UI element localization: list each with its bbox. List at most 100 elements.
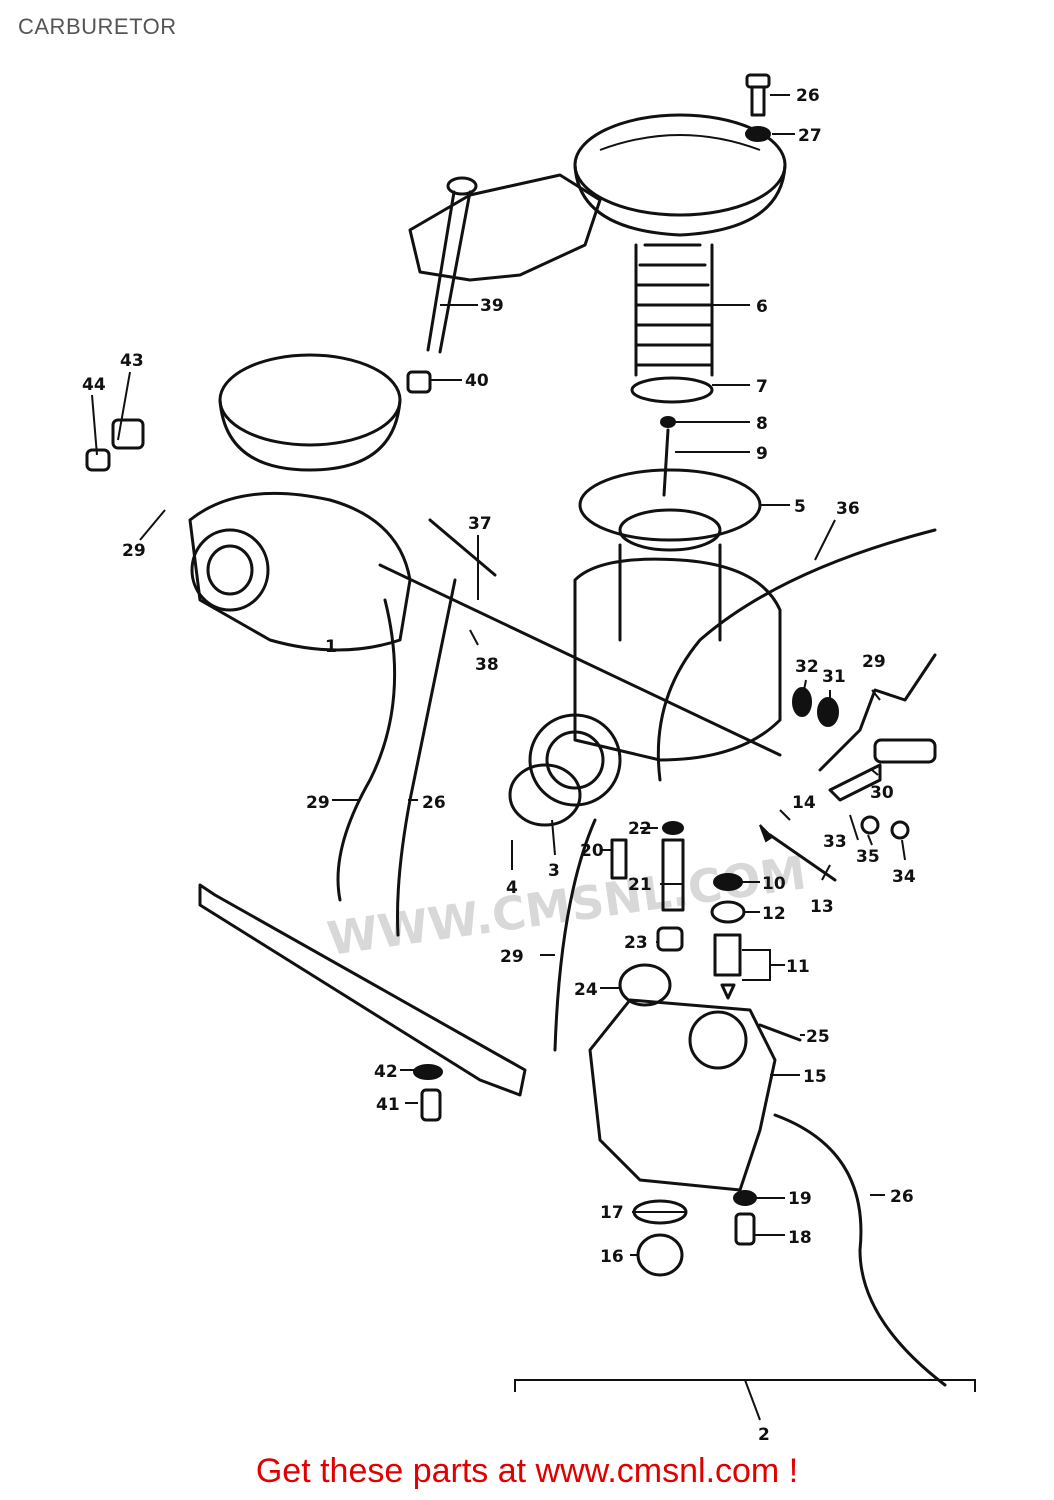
callout-2: 2: [758, 1425, 770, 1445]
part-25-pin: [758, 1023, 802, 1042]
callout-29-left: 29: [306, 793, 330, 813]
part-41-rod: [426, 176, 478, 354]
callout-26-right: 26: [890, 1187, 914, 1207]
callout-28: 27: [798, 126, 822, 146]
callout-10: 10: [762, 874, 786, 894]
callout-42: 40: [465, 371, 489, 391]
part-11-float-valve: [713, 933, 742, 1000]
callout-6: 6: [756, 297, 768, 317]
callout-27: 26: [796, 86, 820, 106]
part-39-tube: [428, 518, 497, 577]
callout-24: 24: [574, 980, 598, 1000]
part-6-spring: [634, 243, 714, 377]
part-31-lever: [818, 653, 937, 772]
part-32-screw: [873, 738, 937, 764]
assembly-bracket: [514, 1379, 976, 1421]
part-42-fitting: [406, 370, 432, 394]
callout-34: 32: [795, 657, 819, 677]
part-46-screw: [85, 448, 111, 472]
part-45-clip: [111, 418, 145, 450]
part-left-carburetor-body: [188, 353, 412, 652]
part-28-washer: [745, 126, 771, 142]
callout-18: 18: [788, 1228, 812, 1248]
part-22-ring: [662, 821, 684, 835]
callout-5: 5: [794, 497, 806, 517]
part-19-washer: [733, 1190, 757, 1206]
callout-33: 31: [822, 667, 846, 687]
part-9-needle: [662, 428, 670, 497]
callout-37: 35: [856, 847, 880, 867]
part-13-screw: [768, 833, 837, 882]
callout-29-center: 29: [500, 947, 524, 967]
callout-8: 8: [756, 414, 768, 434]
page-title: CARBURETOR: [18, 14, 177, 39]
callout-45: 43: [120, 351, 144, 371]
part-26-hose-right: [773, 1113, 947, 1387]
callout-40: 38: [475, 655, 499, 675]
callout-3: 3: [548, 861, 560, 881]
callout-41: 39: [480, 296, 504, 316]
callout-14: 14: [792, 793, 816, 813]
part-3-cover: [508, 763, 582, 827]
part-38-hose: [656, 528, 937, 782]
callout-15: 15: [803, 1067, 827, 1087]
part-right-carburetor-body: [528, 543, 782, 807]
part-8-clip: [660, 416, 676, 428]
callout-39: 37: [468, 514, 492, 534]
callout-43: 41: [376, 1095, 400, 1115]
part-14-spring: [759, 824, 774, 843]
callout-9: 9: [756, 444, 768, 464]
callout-labels: 26 27 6 7 8 9 5 36 39 40 37 38 43 44 29 …: [82, 86, 916, 1445]
callout-30: 29: [122, 541, 146, 561]
part-18-screw: [734, 1212, 756, 1246]
callout-38: 36: [836, 499, 860, 519]
leader-lines: [91, 94, 906, 1256]
part-5-diaphragm: [578, 468, 762, 552]
callout-44: 42: [374, 1062, 398, 1082]
part-26-hose-left: [396, 578, 457, 937]
callout-13: 13: [810, 897, 834, 917]
callout-11: 11: [786, 957, 810, 977]
callout-31: 29: [862, 652, 886, 672]
part-34-washer: [792, 687, 812, 717]
part-36-nut: [890, 820, 910, 840]
callout-19: 19: [788, 1189, 812, 1209]
part-16-plug: [636, 1233, 684, 1277]
callout-46: 44: [82, 375, 106, 395]
cta-banner: Get these parts at www.cmsnl.com !: [0, 1452, 1054, 1491]
callout-4: 4: [506, 878, 518, 898]
part-40-shaft: [378, 563, 782, 757]
callout-16: 16: [600, 1247, 624, 1267]
part-20-jet: [610, 838, 628, 880]
callout-35: 33: [823, 832, 847, 852]
part-23-jet: [656, 926, 684, 952]
part-10-ring: [713, 873, 743, 891]
callout-7: 7: [756, 377, 768, 397]
callout-22: 22: [628, 819, 652, 839]
part-15-float-bowl: [588, 998, 777, 1192]
part-43-bolt: [420, 1088, 442, 1122]
callout-1: 1: [325, 637, 337, 657]
part-bracket-plate: [408, 173, 602, 282]
part-24-float: [618, 963, 672, 1007]
callout-21: 21: [628, 875, 652, 895]
part-33-washer: [817, 697, 839, 727]
callout-32: 30: [870, 783, 894, 803]
part-mounting-strip: [198, 883, 527, 1097]
part-21-jet: [661, 838, 685, 912]
part-top-cap: [573, 113, 787, 237]
callout-20: 20: [580, 841, 604, 861]
callout-26-left: 26: [422, 793, 446, 813]
part-44-washer: [413, 1064, 443, 1080]
part-29-hose-center: [553, 818, 597, 1052]
part-37-nut: [860, 815, 880, 835]
part-35-bracket: [828, 763, 882, 802]
part-29-hose-left: [336, 598, 397, 902]
callout-12: 12: [762, 904, 786, 924]
cta-link[interactable]: Get these parts at www.cmsnl.com !: [255, 1452, 799, 1490]
callout-36: 34: [892, 867, 916, 887]
callout-25: 25: [806, 1027, 830, 1047]
part-27-screw: [745, 73, 771, 117]
callout-17: 17: [600, 1203, 624, 1223]
